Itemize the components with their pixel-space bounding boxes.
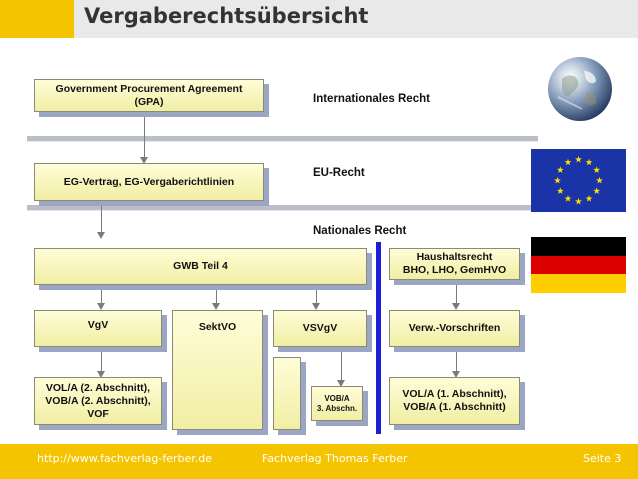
arrow-gpa-eg (140, 157, 148, 164)
title-accent (0, 0, 74, 38)
eu-star-icon (593, 187, 601, 194)
connector-gwb-vsvgv (316, 285, 317, 304)
footer-publisher: Fachverlag Thomas Ferber (262, 452, 408, 465)
footer: http://www.fachverlag-ferber.de Fachverl… (0, 444, 638, 479)
label-international-law: Internationales Recht (313, 93, 430, 105)
connector-gwb-vgv (101, 285, 102, 304)
footer-page-number: Seite 3 (583, 452, 622, 465)
arrow-gwb-vsvgv (312, 303, 320, 310)
connector-vgv-vol2 (101, 347, 102, 372)
eu-star-icon (564, 195, 572, 202)
title-bar: Vergaberechtsübersicht (0, 0, 638, 38)
box-sektvo: SektVO (172, 310, 263, 430)
national-divider-line (376, 242, 381, 434)
eu-star-icon (585, 195, 593, 202)
connector-gpa-eg (144, 112, 145, 158)
box-gwb: GWB Teil 4 (34, 248, 367, 285)
label-national-law: Nationales Recht (313, 225, 407, 237)
box-vol-vob-1-abschnitt: VOL/A (1. Abschnitt), VOB/A (1. Abschnit… (389, 377, 520, 425)
page-title: Vergaberechtsübersicht (84, 4, 369, 28)
eu-star-icon (564, 158, 572, 166)
eu-flag-icon (531, 149, 626, 212)
eu-star-icon (575, 197, 582, 205)
eu-national-separator (27, 205, 538, 211)
footer-url: http://www.fachverlag-ferber.de (37, 452, 213, 465)
box-verwaltungsvorschriften: Verw.-Vorschriften (389, 310, 520, 347)
box-vsvgv-extension (273, 357, 301, 430)
eu-star-icon (596, 176, 603, 184)
arrow-haushalt-verw (452, 303, 460, 310)
connector-haushalt-verw (456, 280, 457, 304)
eu-star-icon (554, 176, 561, 184)
arrow-gwb-vgv (97, 303, 105, 310)
flag-stripe-gold (531, 274, 626, 293)
arrow-vsvgv-vob3 (337, 380, 345, 387)
eu-star-icon (593, 166, 601, 173)
box-vgv: VgV (34, 310, 162, 347)
label-eu-law: EU-Recht (313, 167, 365, 179)
box-vob-3-abschnitt: VOB/A 3. Abschn. (311, 386, 363, 421)
flag-stripe-black (531, 237, 626, 256)
connector-verw-vol1 (456, 347, 457, 372)
arrow-verw-vol1 (452, 371, 460, 378)
connector-gwb-sektvo (216, 285, 217, 304)
connector-eg-gwb (101, 201, 102, 233)
connector-vsvgv-vob3 (341, 347, 342, 381)
eu-star-icon (556, 187, 564, 194)
eu-star-icon (585, 158, 593, 166)
box-vsvgv: VSVgV (273, 310, 367, 347)
eu-star-icon (575, 155, 582, 163)
flag-stripe-red (531, 255, 626, 275)
arrow-eg-gwb (97, 232, 105, 239)
box-eg-vertrag: EG-Vertrag, EG-Vergaberichtlinien (34, 163, 264, 201)
arrow-vgv-vol2 (97, 371, 105, 378)
international-eu-separator (27, 136, 538, 142)
earth-globe-icon (548, 57, 612, 121)
box-haushaltsrecht: Haushaltsrecht BHO, LHO, GemHVO (389, 248, 520, 280)
arrow-gwb-sektvo (212, 303, 220, 310)
german-flag-icon (531, 237, 626, 293)
box-vol-vob-2-abschnitt-vof: VOL/A (2. Abschnitt), VOB/A (2. Abschnit… (34, 377, 162, 425)
box-gpa: Government Procurement Agreement (GPA) (34, 79, 264, 112)
eu-star-icon (556, 166, 564, 173)
